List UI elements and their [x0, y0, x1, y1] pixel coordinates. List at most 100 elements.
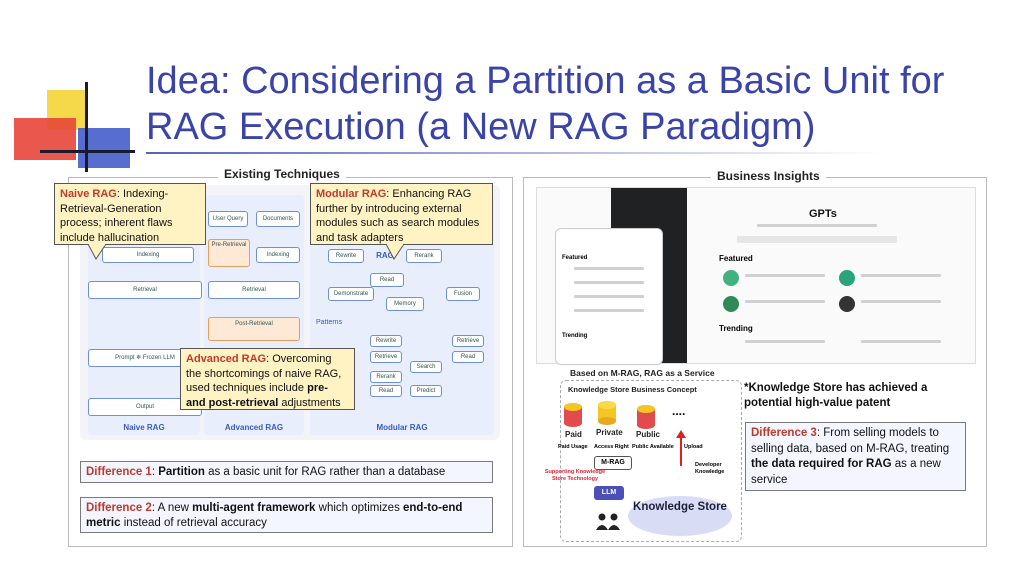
supporting-technology-label: Supporting Knowledge Store Technology — [544, 469, 606, 482]
concept-dots: .... — [672, 404, 686, 418]
difference-2-bold: multi-agent framework — [192, 502, 316, 514]
naive-indexing-box: Indexing — [102, 247, 194, 263]
knowledge-store-bubble: Knowledge Store — [628, 496, 732, 536]
users-icon — [596, 513, 620, 530]
upload-label: Upload — [684, 444, 703, 450]
naive-retrieval-box: Retrieval — [88, 281, 202, 299]
logo-horizontal-line — [40, 150, 135, 153]
gpts-trending-label: Trending — [719, 324, 753, 333]
featured-line-1 — [745, 274, 825, 277]
difference-2-box: Difference 2: A new multi-agent framewor… — [80, 497, 493, 533]
advanced-documents-box: Documents — [256, 211, 300, 227]
advanced-user-box: User Query — [208, 211, 248, 227]
business-insights-label: Business Insights — [711, 169, 826, 183]
difference-3-tail: as a new service — [751, 458, 941, 486]
modular-rag-text: : Enhancing RAG further by introducing e… — [316, 188, 480, 244]
difference-1-box: Difference 1: Partition as a basic unit … — [80, 461, 493, 483]
modular-demonstrate-box: Demonstrate — [328, 287, 374, 301]
difference-3-tag: Difference 3 — [751, 427, 817, 439]
advanced-rag-tail: adjustments — [278, 396, 341, 409]
difference-1-text: as a basic unit for RAG rather than a da… — [204, 466, 446, 478]
paid-label: Paid — [565, 430, 582, 439]
pattern-rerank-box: Rerank — [370, 371, 402, 383]
pattern-predict-box: Predict — [410, 385, 442, 397]
modular-rag-tag: Modular RAG — [316, 188, 387, 200]
patent-note: *Knowledge Store has achieved a potentia… — [744, 382, 928, 409]
m-rag-box: M-RAG — [594, 456, 632, 470]
featured-line-2 — [745, 300, 825, 303]
advanced-rag-text: : Overcoming the shortcomings of naive R… — [186, 353, 342, 394]
based-on-mrag-label: Based on M-RAG, RAG as a Service — [570, 368, 715, 378]
paid-database-icon — [564, 403, 582, 427]
difference-2-tail: instead of retrieval accuracy — [120, 517, 267, 529]
naive-rag-text: : Indexing-Retrieval-Generation process;… — [60, 188, 173, 244]
public-label: Public — [636, 430, 661, 439]
knowledge-store-concept-box — [560, 380, 742, 542]
phone-line-2 — [574, 281, 644, 284]
gpts-search-line — [737, 236, 897, 243]
phone-featured-label: Featured — [562, 255, 588, 261]
phone-line-4 — [574, 309, 644, 312]
pattern-retrieve-box-2: Retrieve — [452, 335, 484, 347]
existing-techniques-label: Existing Techniques — [218, 167, 346, 181]
advanced-rag-callout: Advanced RAG: Overcoming the shortcoming… — [180, 348, 355, 410]
difference-3-pre: : From selling models to selling data, b… — [751, 427, 950, 455]
modular-callout-pointer — [385, 244, 405, 260]
advanced-rag-tag: Advanced RAG — [186, 353, 267, 365]
title-line-1: Idea: Considering a Partition as a Basic… — [146, 60, 945, 102]
pattern-rewrite-box: Rewrite — [370, 335, 402, 347]
concept-title: Knowledge Store Business Concept — [568, 385, 697, 394]
gpts-phone-mock: Featured Trending — [555, 228, 663, 365]
modular-patterns-label: Patterns — [316, 319, 343, 326]
trending-line-1 — [745, 340, 825, 343]
featured-icon-1 — [723, 270, 739, 286]
pre-retrieval-box: Pre-Retrieval — [208, 239, 250, 267]
difference-1-bold: Partition — [158, 466, 205, 478]
upload-arrow-icon — [676, 430, 686, 466]
gpts-store-screenshot: Featured Trending GPTs Featured Trending — [536, 187, 976, 365]
pattern-read-box-2: Read — [452, 351, 484, 363]
difference-3-bold: the data required for RAG — [751, 458, 892, 470]
pattern-search-box: Search — [410, 361, 442, 373]
naive-rag-tag: Naive RAG — [60, 188, 117, 200]
modular-rag-center: RAG — [376, 251, 394, 260]
naive-rag-callout: Naive RAG: Indexing-Retrieval-Generation… — [54, 183, 206, 245]
advanced-retrieval-box: Retrieval — [208, 281, 300, 299]
logo-vertical-line — [85, 82, 88, 172]
difference-2-pre: : A new — [151, 502, 193, 514]
advanced-rag-bold: pre- and post-retrieval — [186, 382, 328, 409]
title-underline — [146, 152, 886, 154]
phone-trending-label: Trending — [562, 333, 588, 339]
advanced-indexing-box: Indexing — [256, 247, 300, 263]
naive-prompt-box: Prompt ❄ Frozen LLM — [88, 349, 202, 367]
difference-2-tag: Difference 2 — [86, 502, 152, 514]
modular-fusion-box: Fusion — [446, 287, 480, 301]
naive-rag-title: Naive RAG — [123, 423, 165, 432]
private-database-icon — [598, 401, 616, 425]
private-label: Private — [596, 428, 623, 437]
modular-rag-callout: Modular RAG: Enhancing RAG further by in… — [310, 183, 493, 245]
llm-box: LLM — [594, 486, 624, 500]
trending-line-2 — [861, 340, 941, 343]
gpts-desc-line — [757, 224, 877, 227]
featured-line-3 — [861, 274, 941, 277]
gpts-heading: GPTs — [809, 208, 837, 220]
difference-1-tag: Difference 1 — [86, 466, 152, 478]
difference-2-mid: which optimizes — [315, 502, 404, 514]
modular-read-box: Read — [370, 273, 404, 287]
phone-line-1 — [574, 267, 644, 270]
featured-icon-2 — [723, 296, 739, 312]
developer-knowledge-label: Developer Knowledge — [695, 462, 725, 475]
post-retrieval-box: Post-Retrieval — [208, 317, 300, 341]
title-line-2: RAG Execution (a New RAG Paradigm) — [146, 106, 816, 148]
logo-red-square — [14, 118, 76, 160]
featured-icon-3 — [839, 270, 855, 286]
featured-icon-4 — [839, 296, 855, 312]
pattern-retrieve-box-1: Retrieve — [370, 351, 402, 363]
access-right-label: Access Right — [594, 444, 629, 450]
advanced-rag-title: Advanced RAG — [224, 423, 284, 432]
phone-line-3 — [574, 295, 644, 298]
slide-title: Idea: Considering a Partition as a Basic… — [146, 58, 1006, 150]
paid-usage-label: Paid Usage — [558, 444, 588, 450]
gpts-featured-label: Featured — [719, 254, 753, 263]
